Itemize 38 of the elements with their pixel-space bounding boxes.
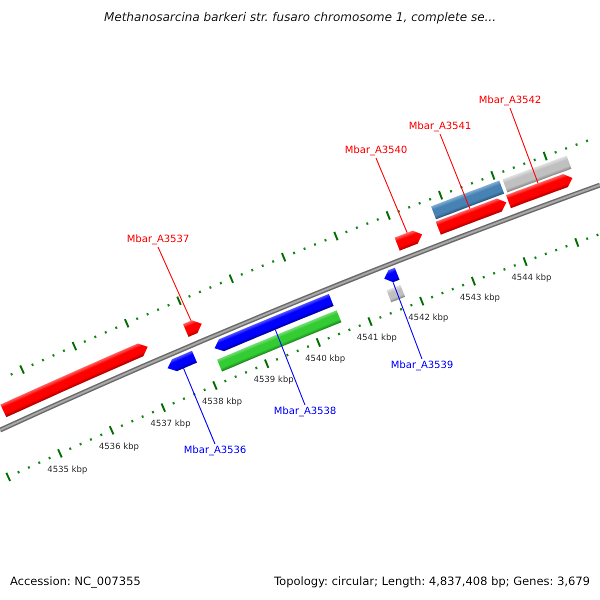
genome-info-text: Topology: circular; Length: 4,837,408 bp; Genes: 3,679 [274,574,590,588]
feature-bar [431,180,504,220]
gene-block [384,268,400,282]
title: Methanosarcina barkeri str. fusaro chromosome 1, complete se... [104,10,496,24]
gene-block [506,174,572,208]
scale-label: 4543 kbp [460,292,500,304]
scale-label: 4535 kbp [47,464,88,475]
gene-label: Mbar_A3542 [478,95,542,107]
gene-block [436,198,506,235]
gene-label: Mbar_A3539 [390,360,454,372]
feature-bar [386,284,406,302]
leader-line [274,329,306,406]
scale-label: 4541 kbp [356,333,397,344]
accession-text: Accession: NC_007355 [10,574,141,588]
gene-block [183,320,202,337]
gene-label: Mbar_A3537 [126,234,190,246]
gene-block [214,294,334,352]
scale-label: 4539 kbp [254,375,294,386]
feature-bar [502,156,572,192]
scale-label: 4538 kbp [202,396,242,408]
gene-label: Mbar_A3538 [274,406,336,418]
scale-label: 4536 kbp [98,442,139,452]
gene-label: Mbar_A3541 [408,121,472,133]
leader-line [510,108,539,184]
leader-line [392,282,422,360]
gene-block [394,230,422,251]
leader-line [158,246,192,322]
gene-label: Mbar_A3536 [184,445,246,457]
gene-block [168,350,198,372]
scale-label: 4537 kbp [150,419,190,430]
gene-label: Mbar_A3540 [344,145,408,157]
leader-line [183,368,216,444]
scale-label: 4544 kbp [511,273,552,284]
leader-line [376,158,408,234]
scale-label: 4540 kbp [305,354,346,364]
gene-block [0,344,148,418]
leader-line [440,134,470,210]
scale-label: 4542 kbp [408,312,448,323]
